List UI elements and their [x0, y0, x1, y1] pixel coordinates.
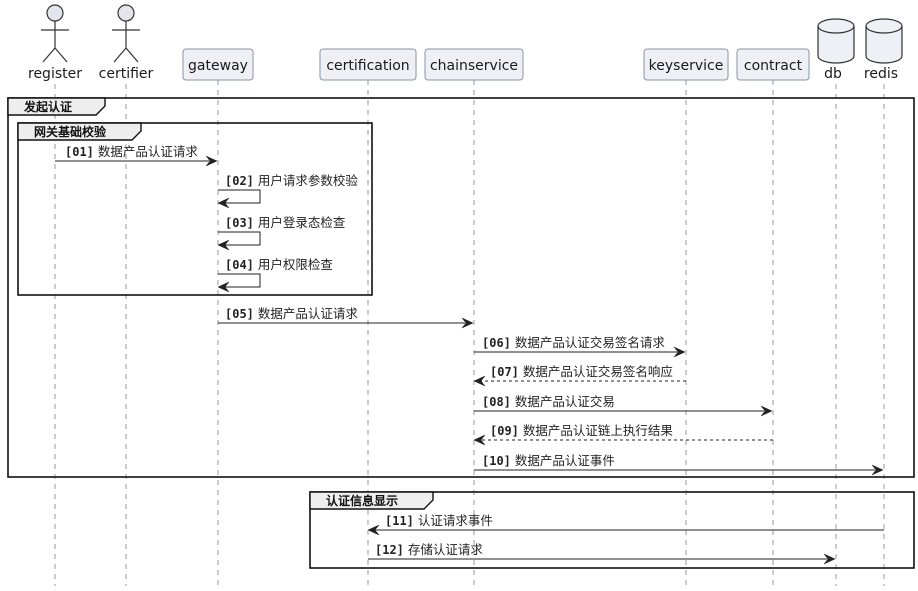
database-icon	[865, 18, 903, 64]
arrowhead-icon	[673, 346, 686, 358]
message-number: [07]	[490, 365, 519, 379]
participant-contract: contract	[736, 48, 810, 81]
group-frame-gateway-check: 网关基础校验	[17, 122, 373, 296]
message-05: [05] 数据产品认证请求	[218, 306, 474, 329]
participant-gateway: gateway	[182, 48, 254, 81]
message-10: [10] 数据产品认证事件	[474, 453, 884, 476]
message-number: [08]	[482, 395, 511, 409]
message-text: 用户请求参数校验	[258, 173, 359, 188]
svg-text:[01]数据产品认证请求: [01] 数据产品认证请求	[65, 144, 198, 159]
arrowhead-icon	[461, 317, 474, 329]
group-label: 发起认证	[23, 99, 72, 114]
arrowhead-icon	[217, 197, 230, 209]
participant-label: gateway	[188, 58, 248, 74]
participant-redis: redis	[864, 18, 903, 82]
participant-db: db	[817, 18, 855, 82]
participant-register: register	[28, 4, 82, 82]
message-text: 数据产品认证交易签名响应	[523, 364, 673, 379]
arrowhead-icon	[217, 239, 230, 251]
svg-text:[02]用户请求参数校验: [02] 用户请求参数校验	[225, 173, 358, 188]
participant-chainservice: chainservice	[424, 48, 524, 81]
message-text: 数据产品认证交易签名请求	[515, 335, 666, 350]
participant-label: register	[28, 66, 82, 82]
svg-text:[11]认证请求事件: [11] 认证请求事件	[385, 513, 493, 528]
arrowhead-icon	[367, 524, 380, 536]
participant-certification: certification	[319, 48, 417, 81]
message-text: 数据产品认证事件	[515, 453, 615, 468]
message-08: [08] 数据产品认证交易	[474, 394, 773, 417]
group-frame-display: 认证信息显示	[309, 491, 915, 569]
message-06: [06] 数据产品认证交易签名请求	[474, 335, 686, 358]
message-number: [11]	[385, 514, 414, 528]
arrowhead-icon	[823, 553, 836, 565]
message-text: 数据产品认证交易	[515, 394, 615, 409]
message-number: [09]	[490, 424, 519, 438]
message-number: [04]	[225, 258, 254, 272]
message-number: [03]	[225, 216, 254, 230]
arrowhead-icon	[205, 155, 218, 167]
participant-label: contract	[744, 58, 803, 74]
arrowhead-icon	[473, 375, 486, 387]
svg-text:[09]数据产品认证链上执行结果: [09] 数据产品认证链上执行结果	[490, 423, 673, 438]
message-11: [11] 认证请求事件	[367, 513, 884, 536]
message-09: [09] 数据产品认证链上执行结果	[473, 423, 773, 446]
group-label: 网关基础校验	[34, 124, 107, 139]
message-text: 数据产品认证请求	[258, 306, 359, 321]
message-number: [05]	[225, 307, 254, 321]
message-text: 数据产品认证链上执行结果	[523, 423, 674, 438]
arrowhead-icon	[871, 464, 884, 476]
message-number: [10]	[482, 454, 511, 468]
message-07: [07] 数据产品认证交易签名响应	[473, 364, 686, 387]
svg-text:[03]用户登录态检查: [03] 用户登录态检查	[225, 215, 346, 230]
participant-label: db	[824, 66, 842, 82]
actor-head-icon	[46, 4, 64, 22]
message-text: 用户登录态检查	[258, 215, 346, 230]
message-01: [01] 数据产品认证请求	[55, 144, 218, 167]
group-frame-initiate: 发起认证	[7, 97, 915, 478]
svg-text:[04]用户权限检查: [04] 用户权限检查	[225, 257, 333, 272]
message-number: [02]	[225, 174, 254, 188]
message-02: [02] 用户请求参数校验	[217, 173, 358, 209]
participant-certifier: certifier	[99, 4, 154, 82]
participant-label: chainservice	[430, 58, 518, 74]
message-text: 存储认证请求	[408, 542, 484, 557]
participant-label: certifier	[99, 66, 154, 82]
message-text: 用户权限检查	[258, 257, 334, 272]
arrowhead-icon	[473, 434, 486, 446]
message-03: [03] 用户登录态检查	[217, 215, 346, 251]
svg-text:[06]数据产品认证交易签名请求: [06] 数据产品认证交易签名请求	[482, 335, 665, 350]
message-number: [06]	[482, 336, 511, 350]
participant-keyservice: keyservice	[643, 48, 729, 81]
participant-label: keyservice	[649, 58, 724, 74]
svg-text:[05]数据产品认证请求: [05] 数据产品认证请求	[225, 306, 358, 321]
message-number: [01]	[65, 145, 94, 159]
group-label: 认证信息显示	[326, 493, 398, 508]
arrowhead-icon	[217, 281, 230, 293]
database-icon	[817, 18, 855, 64]
svg-text:[12]存储认证请求: [12] 存储认证请求	[375, 542, 483, 557]
svg-text:[10]数据产品认证事件: [10] 数据产品认证事件	[482, 453, 615, 468]
svg-text:[07]数据产品认证交易签名响应: [07] 数据产品认证交易签名响应	[490, 364, 673, 379]
message-number: [12]	[375, 543, 404, 557]
message-text: 数据产品认证请求	[98, 144, 199, 159]
participant-label: certification	[326, 58, 409, 74]
message-text: 认证请求事件	[418, 513, 493, 528]
svg-text:[08]数据产品认证交易: [08] 数据产品认证交易	[482, 394, 615, 409]
message-12: [12] 存储认证请求	[368, 542, 836, 565]
arrowhead-icon	[760, 405, 773, 417]
actor-head-icon	[117, 4, 135, 22]
participant-label: redis	[864, 66, 898, 82]
message-04: [04] 用户权限检查	[217, 257, 333, 293]
